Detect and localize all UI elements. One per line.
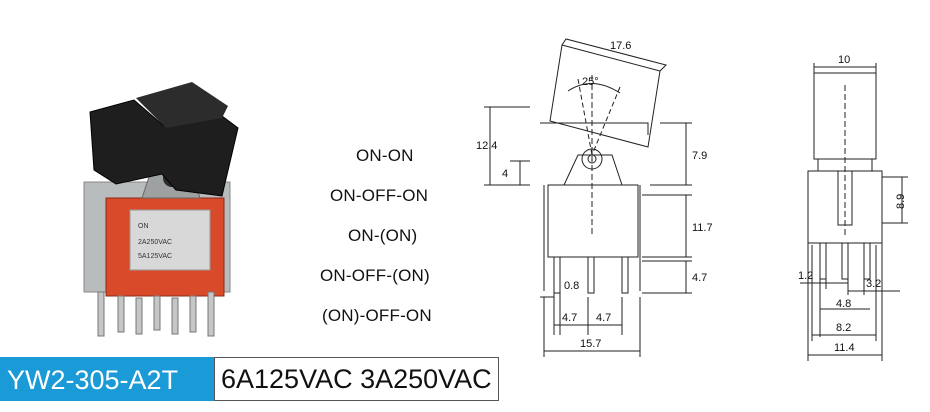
dim-bracket-height: 8.9 [895, 194, 907, 209]
dim-top-width: 10 [838, 55, 850, 66]
dim-span: 8.2 [836, 322, 851, 334]
dim-pin-length: 4.7 [692, 272, 707, 284]
dim-angle: 25° [582, 76, 599, 88]
front-view-drawing: 17.6 25° 12.4 4 7.9 11.7 4.7 0.8 4.7 4.7… [476, 38, 713, 357]
function-label: ON-ON [356, 146, 414, 165]
function-label: ON-OFF-(ON) [320, 266, 430, 285]
dim-width-top: 17.6 [610, 40, 631, 52]
dim-pin-pitch-2: 4.7 [596, 312, 611, 324]
side-view-drawing: 10 8.9 1.2 3.2 4.8 8.2 11.4 [798, 55, 908, 361]
dim-pivot: 4 [502, 168, 508, 180]
function-label: (ON)-OFF-ON [322, 306, 432, 325]
photo-label-rating1: 2A250VAC [138, 239, 172, 246]
dim-pin-width: 0.8 [564, 280, 579, 292]
function-label: ON-OFF-ON [330, 186, 429, 205]
function-label: ON-(ON) [348, 226, 418, 245]
dim-height-total: 12.4 [476, 140, 497, 152]
dim-pitch: 4.8 [836, 298, 851, 310]
switch-photo: ON 2A250VAC 5A125VAC [83, 82, 239, 337]
rating-text: 6A125VAC 3A250VAC [214, 357, 499, 401]
photo-label-rating2: 5A125VAC [138, 253, 172, 260]
dim-pin-a: 1.2 [798, 270, 813, 282]
model-number: YW2-305-A2T [0, 357, 214, 401]
dim-body-height: 11.7 [692, 222, 713, 234]
dim-pin-pitch-1: 4.7 [562, 312, 577, 324]
dim-height-upper: 7.9 [692, 150, 707, 162]
dim-width: 11.4 [834, 342, 855, 354]
photo-label-on: ON [138, 223, 149, 230]
dim-pin-b: 3.2 [866, 278, 881, 290]
dim-width-bottom: 15.7 [580, 338, 601, 350]
footer-bar: YW2-305-A2T 6A125VAC 3A250VAC [0, 357, 499, 401]
